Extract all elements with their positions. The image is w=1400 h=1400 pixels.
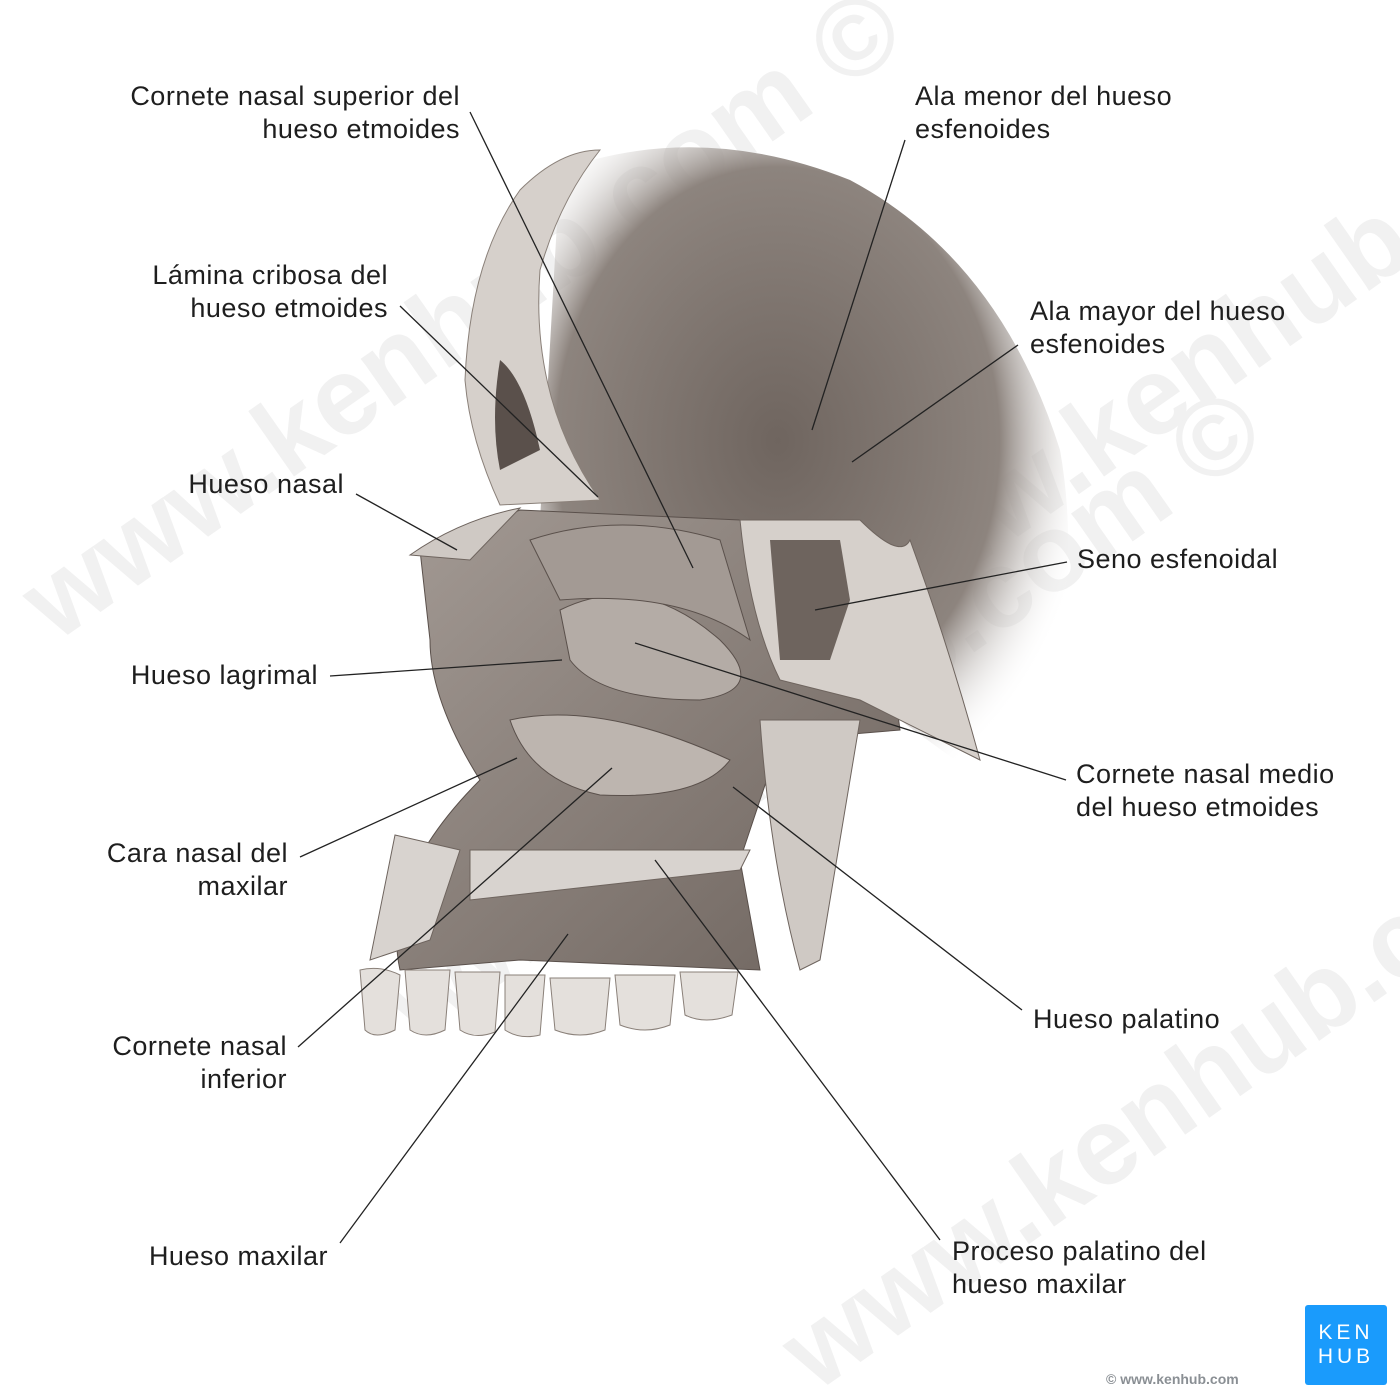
nasal-bone — [408, 507, 522, 561]
leader-line — [297, 767, 613, 1048]
frontal-sinus — [495, 360, 540, 470]
label-palatine-bone: Hueso palatino — [1033, 1004, 1221, 1034]
leader-line — [399, 305, 599, 498]
logo-line1: KEN — [1318, 1321, 1374, 1344]
label-sphenoid-sinus: Seno esfenoidal — [1077, 544, 1279, 574]
leader-line — [814, 561, 1068, 611]
label-nasal-bone: Hueso nasal — [188, 469, 344, 499]
teeth — [359, 967, 739, 1038]
leader-line — [339, 933, 569, 1244]
leader-line — [355, 493, 458, 551]
leader-line — [469, 111, 694, 569]
leader-line — [811, 139, 906, 431]
leader-line — [299, 757, 518, 858]
label-lacrimal-bone: Hueso lagrimal — [130, 660, 318, 690]
logo-line2: HUB — [1317, 1345, 1375, 1368]
leader-line — [654, 859, 941, 1241]
superior-concha — [529, 524, 751, 642]
leader-line — [851, 344, 1019, 463]
leader-line — [329, 659, 563, 677]
pterygoid-process — [759, 719, 861, 971]
inferior-concha — [509, 714, 731, 797]
copyright-text: © www.kenhub.com — [1106, 1371, 1239, 1387]
leader-line — [634, 642, 1067, 781]
label-maxilla: Hueso maxilar — [148, 1241, 328, 1271]
leader-lines — [297, 111, 1068, 1244]
leader-line — [732, 786, 1023, 1011]
palate — [469, 849, 751, 901]
